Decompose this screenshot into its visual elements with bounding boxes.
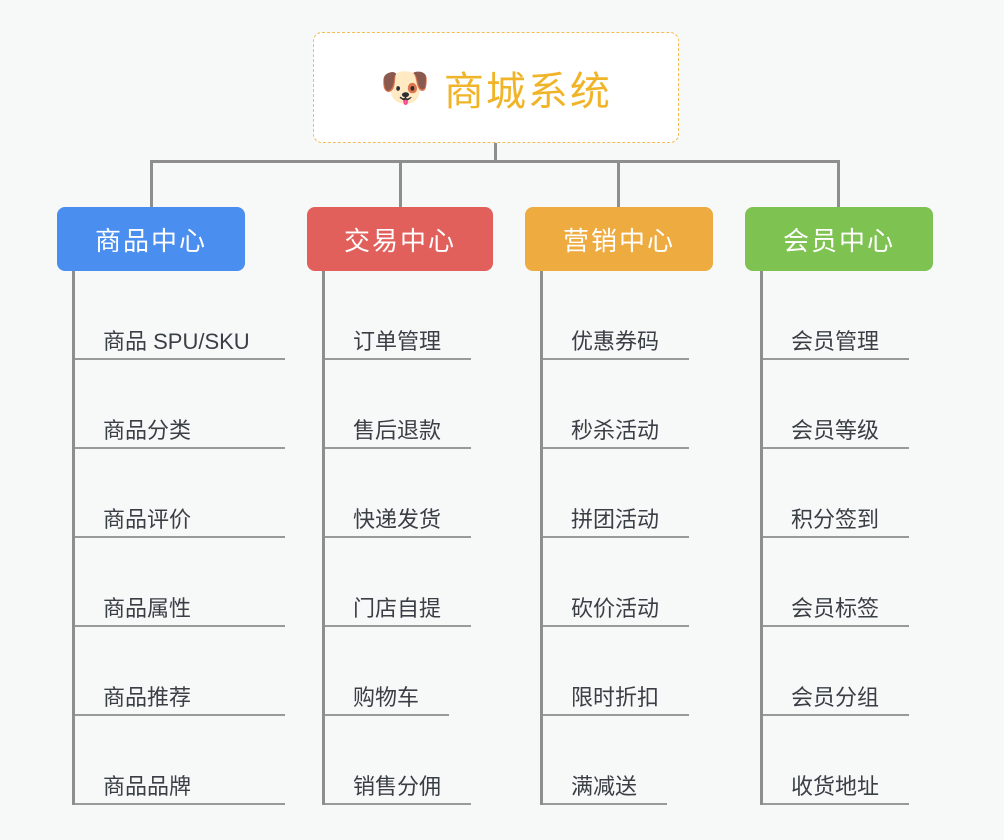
leaf-item[interactable]: 会员标签 (763, 538, 909, 627)
leaf-item[interactable]: 拼团活动 (543, 449, 689, 538)
leaf-item[interactable]: 满减送 (543, 716, 667, 805)
branch-column-member-center: 会员中心 会员管理 会员等级 积分签到 会员标签 会员分组 收货地址 (745, 207, 933, 805)
root-title: 商城系统 (443, 69, 612, 114)
category-header-marketing-center[interactable]: 营销中心 (525, 207, 713, 271)
shiba-dog-face-icon: 🐶 (380, 65, 430, 110)
branch-column-product-center: 商品中心 商品 SPU/SKU 商品分类 商品评价 商品属性 商品推荐 商品品牌 (57, 207, 285, 805)
leaf-item[interactable]: 商品评价 (75, 449, 285, 538)
branch-column-marketing-center: 营销中心 优惠券码 秒杀活动 拼团活动 砍价活动 限时折扣 满减送 (525, 207, 713, 805)
leaf-item[interactable]: 会员等级 (763, 360, 909, 449)
leaf-item[interactable]: 售后退款 (325, 360, 471, 449)
category-header-label: 交易中心 (343, 225, 456, 256)
leaf-item[interactable]: 会员管理 (763, 271, 909, 360)
leaf-item[interactable]: 销售分佣 (325, 716, 471, 805)
leaf-item[interactable]: 商品品牌 (75, 716, 285, 805)
branch-drop-connector-4 (837, 160, 840, 207)
leaf-item[interactable]: 会员分组 (763, 627, 909, 716)
leaf-list-product-center: 商品 SPU/SKU 商品分类 商品评价 商品属性 商品推荐 商品品牌 (72, 271, 285, 805)
leaf-list-member-center: 会员管理 会员等级 积分签到 会员标签 会员分组 收货地址 (760, 271, 909, 805)
leaf-list-marketing-center: 优惠券码 秒杀活动 拼团活动 砍价活动 限时折扣 满减送 (540, 271, 689, 805)
branch-drop-connector-3 (617, 160, 620, 207)
leaf-item[interactable]: 商品分类 (75, 360, 285, 449)
branch-drop-connector-2 (399, 160, 402, 207)
leaf-item[interactable]: 快递发货 (325, 449, 471, 538)
leaf-item[interactable]: 门店自提 (325, 538, 471, 627)
category-header-trade-center[interactable]: 交易中心 (307, 207, 493, 271)
branch-column-trade-center: 交易中心 订单管理 售后退款 快递发货 门店自提 购物车 销售分佣 (307, 207, 493, 805)
leaf-item[interactable]: 订单管理 (325, 271, 471, 360)
leaf-item[interactable]: 商品推荐 (75, 627, 285, 716)
category-header-label: 会员中心 (782, 225, 895, 256)
category-header-label: 营销中心 (562, 225, 675, 256)
root-stem-connector (494, 143, 497, 162)
leaf-item[interactable]: 优惠券码 (543, 271, 689, 360)
category-header-member-center[interactable]: 会员中心 (745, 207, 933, 271)
branch-drop-connector-1 (150, 160, 153, 207)
leaf-list-trade-center: 订单管理 售后退款 快递发货 门店自提 购物车 销售分佣 (322, 271, 471, 805)
leaf-item[interactable]: 收货地址 (763, 716, 909, 805)
root-node[interactable]: 🐶 商城系统 (313, 32, 679, 143)
leaf-item[interactable]: 限时折扣 (543, 627, 689, 716)
leaf-item[interactable]: 购物车 (325, 627, 449, 716)
branch-bus-connector (150, 160, 839, 163)
leaf-item[interactable]: 商品属性 (75, 538, 285, 627)
category-header-label: 商品中心 (94, 225, 207, 256)
leaf-item[interactable]: 秒杀活动 (543, 360, 689, 449)
category-header-product-center[interactable]: 商品中心 (57, 207, 245, 271)
leaf-item[interactable]: 商品 SPU/SKU (75, 271, 285, 360)
leaf-item[interactable]: 积分签到 (763, 449, 909, 538)
leaf-item[interactable]: 砍价活动 (543, 538, 689, 627)
